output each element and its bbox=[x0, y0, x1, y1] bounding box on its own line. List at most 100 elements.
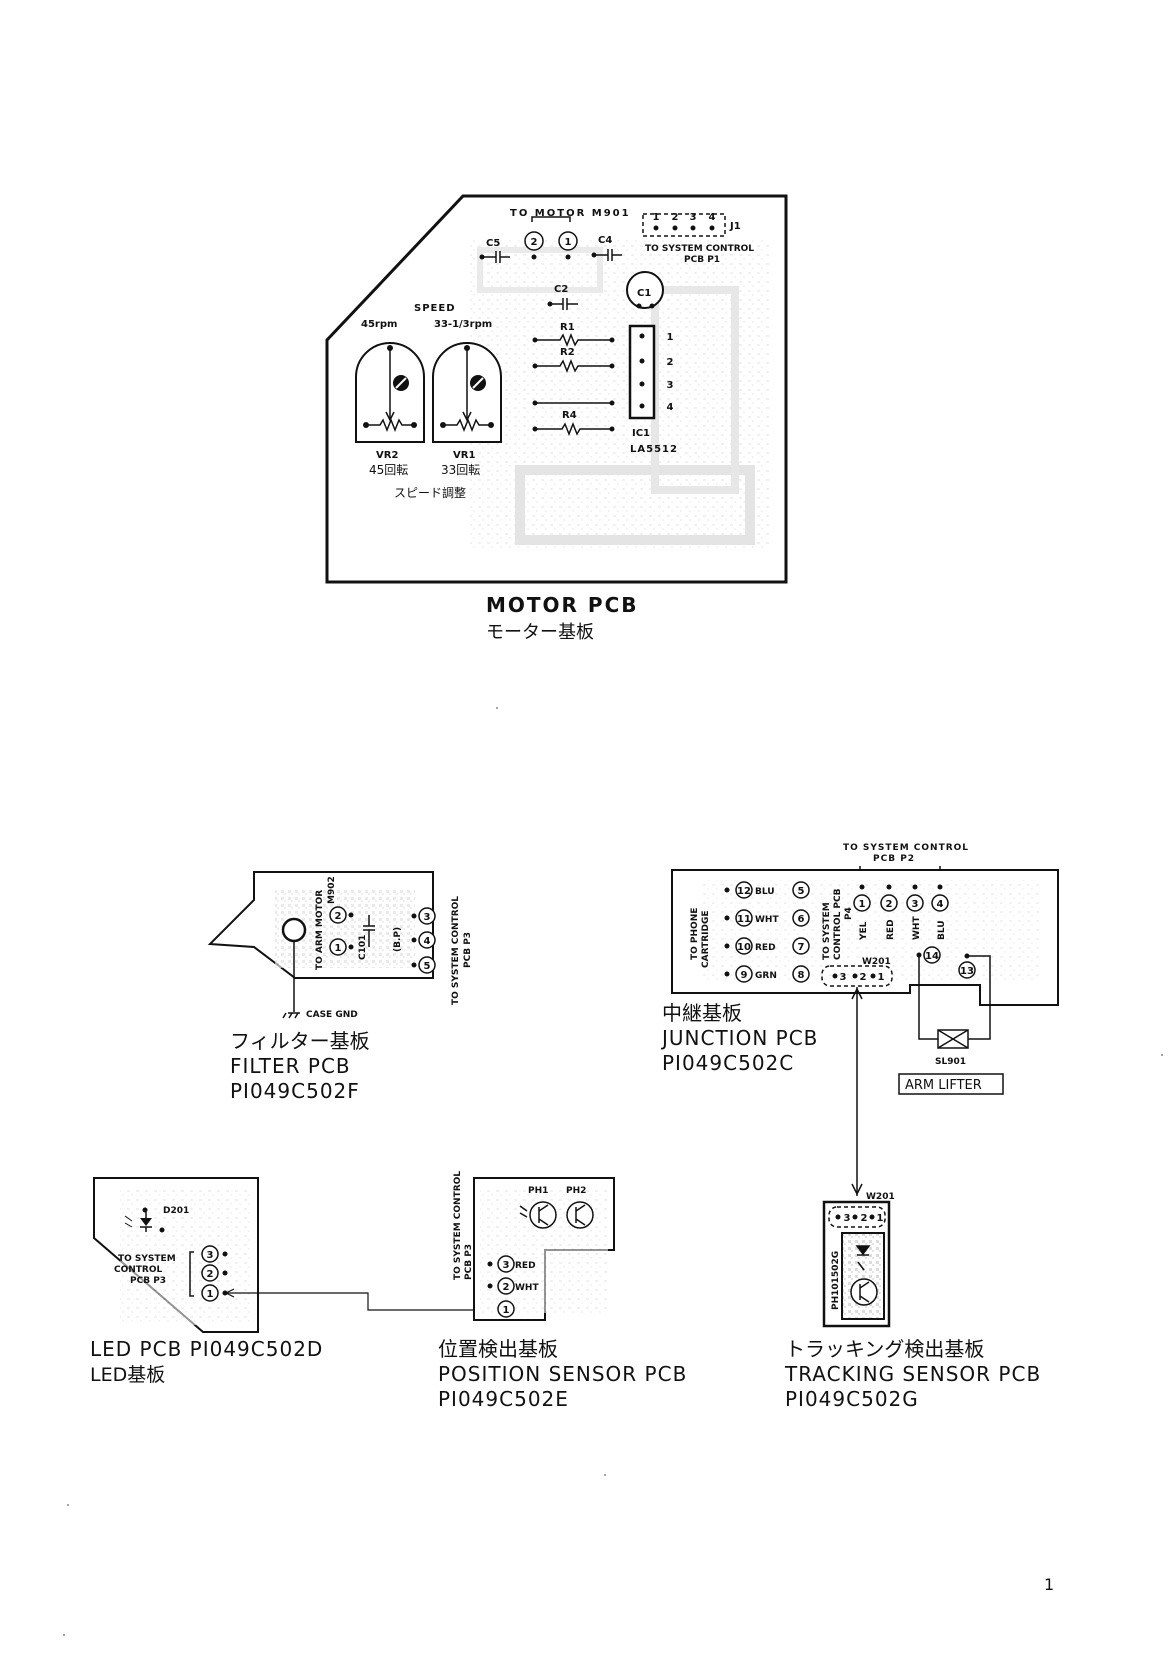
svg-text:12: 12 bbox=[737, 886, 751, 897]
d201-label: D201 bbox=[163, 1206, 189, 1216]
svg-text:2: 2 bbox=[861, 1213, 868, 1224]
junction-pcb: TO SYSTEM CONTROL PCB P2 TO PHONE CARTRI… bbox=[660, 843, 1059, 1095]
scan-specks bbox=[63, 707, 1163, 1636]
led-pcb: D201 TO SYSTEM CONTROL PCB P3 3 2 1 LED … bbox=[90, 1177, 322, 1386]
vr2-label: VR2 bbox=[376, 450, 398, 461]
filter-pcb-title-jp: フィルター基板 bbox=[230, 1029, 370, 1053]
junction-pin-6 bbox=[792, 909, 810, 927]
vr1-label: VR1 bbox=[453, 450, 475, 461]
junction-top-pin-3 bbox=[906, 894, 924, 912]
svg-text:GRN: GRN bbox=[755, 971, 777, 981]
bp-label: (B.P) bbox=[393, 927, 403, 952]
jumper-wire bbox=[532, 400, 615, 406]
arm-lifter-label: ARM LIFTER bbox=[905, 1078, 982, 1093]
vr1-potentiometer bbox=[432, 342, 502, 443]
junction-pin-12 bbox=[735, 881, 753, 899]
vr2-potentiometer bbox=[355, 342, 425, 443]
svg-text:WHT: WHT bbox=[755, 915, 779, 925]
svg-text:RED: RED bbox=[886, 919, 896, 940]
svg-text:2: 2 bbox=[207, 1269, 214, 1280]
led-pcb-title-jp: LED基板 bbox=[90, 1364, 165, 1386]
junction-top-pin-2 bbox=[880, 894, 898, 912]
filter-to-system-label: TO SYSTEM CONTROL bbox=[451, 896, 461, 1005]
c4-label: C4 bbox=[598, 235, 612, 246]
tracking-pcb: W201 3 2 1 PH101502G トラッキング検出基板 TRACKING… bbox=[784, 1192, 1041, 1411]
cartridge-label: CARTRIDGE bbox=[701, 910, 711, 968]
r1-resistor bbox=[535, 332, 612, 348]
svg-text:3: 3 bbox=[207, 1250, 214, 1261]
svg-text:1: 1 bbox=[667, 332, 674, 343]
filter-pin-5 bbox=[418, 956, 436, 974]
c4-capacitor bbox=[594, 249, 622, 261]
led-position-wire bbox=[224, 1288, 497, 1315]
vr2-jp-label: 45回転 bbox=[369, 463, 408, 477]
svg-text:2: 2 bbox=[335, 911, 342, 922]
junction-pcb-part: PI049C502C bbox=[662, 1051, 794, 1075]
filter-pin-2 bbox=[329, 906, 347, 924]
w201-cable bbox=[851, 987, 863, 1196]
filter-pcb-part: PI049C502F bbox=[230, 1079, 360, 1103]
led-pcb-p3-label: PCB P3 bbox=[130, 1276, 166, 1286]
arm-motor-terminal bbox=[281, 917, 307, 943]
junction-pin-5 bbox=[792, 881, 810, 899]
to-phone-label: TO PHONE bbox=[690, 908, 700, 960]
to-system-p4-label-2: CONTROL PCB bbox=[833, 888, 843, 960]
svg-text:3: 3 bbox=[424, 912, 431, 923]
led-pin-1 bbox=[201, 1284, 219, 1302]
junction-top-pin-4 bbox=[931, 894, 949, 912]
tracking-side-label: PH101502G bbox=[831, 1251, 841, 1310]
svg-text:WHT: WHT bbox=[912, 916, 922, 940]
filter-to-system-label-2: PCB P3 bbox=[463, 932, 473, 968]
position-pcb-p3-label: PCB P3 bbox=[464, 1244, 474, 1280]
svg-text:3: 3 bbox=[844, 1213, 851, 1224]
tracking-pcb-title-jp: トラッキング検出基板 bbox=[785, 1337, 984, 1361]
svg-text:11: 11 bbox=[737, 914, 751, 925]
position-to-system-label: TO SYSTEM CONTROL bbox=[453, 1171, 463, 1280]
r2-label: R2 bbox=[560, 347, 575, 358]
svg-text:4: 4 bbox=[937, 899, 944, 910]
j1-label: J1 bbox=[729, 221, 741, 232]
position-pcb-title: POSITION SENSOR PCB bbox=[438, 1362, 687, 1386]
junction-pin-9 bbox=[735, 965, 753, 983]
svg-text:9: 9 bbox=[741, 970, 748, 981]
junction-w201-label: W201 bbox=[862, 957, 891, 967]
svg-text:2: 2 bbox=[503, 1282, 510, 1293]
p4-label: P4 bbox=[844, 907, 854, 920]
tracking-phototransistor bbox=[850, 1261, 878, 1306]
junction-to-system-label-2: PCB P2 bbox=[873, 854, 915, 864]
tracking-led bbox=[855, 1245, 871, 1256]
ph1-label: PH1 bbox=[528, 1186, 548, 1196]
led-control-label: CONTROL bbox=[114, 1265, 163, 1275]
led-to-system-label: TO SYSTEM bbox=[118, 1254, 176, 1264]
motor-pcb: TO MOTOR M901 2 1 1 2 3 4 J1 TO SYSTEM C… bbox=[325, 194, 788, 643]
sl901-label: SL901 bbox=[935, 1057, 966, 1067]
junction-pin-10 bbox=[735, 937, 753, 955]
svg-text:5: 5 bbox=[424, 961, 431, 972]
junction-top-pin-1 bbox=[853, 894, 871, 912]
filter-pcb-title: FILTER PCB bbox=[230, 1054, 351, 1078]
filter-pcb: CASE GND TO ARM MOTOR M902 2 1 C101 (B.P… bbox=[207, 871, 473, 1103]
r2-resistor bbox=[535, 358, 612, 374]
to-system-p4-label: TO SYSTEM bbox=[822, 902, 832, 960]
svg-text:YEL: YEL bbox=[859, 921, 869, 941]
r1-label: R1 bbox=[560, 322, 575, 333]
svg-text:6: 6 bbox=[798, 914, 805, 925]
svg-text:1: 1 bbox=[859, 899, 866, 910]
svg-text:5: 5 bbox=[798, 886, 805, 897]
svg-text:3: 3 bbox=[912, 899, 919, 910]
svg-text:1: 1 bbox=[877, 1213, 884, 1224]
ic1-chip bbox=[628, 324, 656, 420]
tracking-pcb-title: TRACKING SENSOR PCB bbox=[784, 1362, 1041, 1386]
position-pin-1 bbox=[497, 1300, 515, 1318]
svg-text:2: 2 bbox=[672, 212, 679, 223]
m902-label: M902 bbox=[327, 876, 337, 904]
svg-text:3: 3 bbox=[667, 380, 674, 391]
ic1-part-label: LA5512 bbox=[630, 444, 678, 455]
junction-pcb-title-jp: 中継基板 bbox=[662, 1001, 742, 1025]
c2-label: C2 bbox=[554, 284, 568, 295]
svg-text:BLU: BLU bbox=[937, 920, 947, 940]
j1-connector bbox=[642, 213, 726, 237]
svg-text:3: 3 bbox=[503, 1260, 510, 1271]
svg-text:1: 1 bbox=[503, 1305, 510, 1316]
